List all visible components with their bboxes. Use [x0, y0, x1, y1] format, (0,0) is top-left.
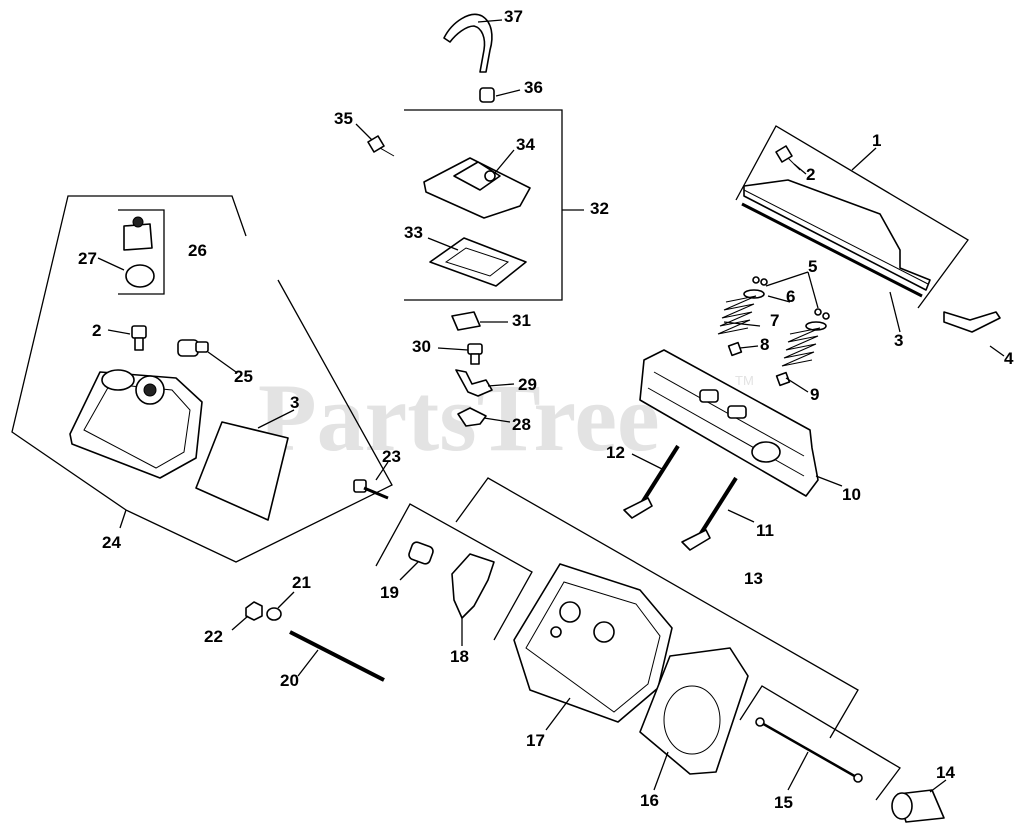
callout-22: 22	[204, 627, 223, 646]
cylinder-head	[513, 563, 673, 723]
group-32-bracket	[404, 109, 563, 301]
callout-2-top: 2	[806, 165, 815, 184]
callout-25: 25	[234, 367, 253, 386]
group-15-bracket	[739, 685, 901, 801]
breather-cover	[423, 157, 531, 219]
valve-seals	[727, 341, 791, 387]
callout-4: 4	[1004, 349, 1014, 368]
retainer-29	[455, 369, 493, 397]
callout-31: 31	[512, 311, 531, 330]
callout-11: 11	[756, 521, 774, 540]
callout-24: 24	[102, 533, 121, 552]
callout-37: 37	[504, 7, 523, 26]
oil-fill-cap	[123, 216, 153, 251]
watermark-text: PartsTree	[258, 364, 660, 471]
callout-8: 8	[760, 335, 769, 354]
leader-lines	[97, 19, 1005, 793]
callout-20: 20	[280, 671, 299, 690]
valve-keepers	[743, 276, 830, 331]
callout-35: 35	[334, 109, 353, 128]
callout-12: 12	[606, 443, 625, 462]
head-gasket	[639, 647, 749, 775]
valve-cover	[69, 369, 203, 479]
callout-19: 19	[380, 583, 399, 602]
callout-18: 18	[450, 647, 469, 666]
callout-14: 14	[936, 763, 955, 782]
group-13-bracket	[455, 477, 859, 739]
screw-30	[467, 343, 483, 365]
watermark-tm: TM	[735, 373, 754, 388]
callout-13: 13	[744, 569, 763, 588]
callout-3-left: 3	[290, 393, 299, 412]
callout-32: 32	[590, 199, 609, 218]
rocker-cover-bar	[743, 179, 931, 291]
callout-6: 6	[786, 287, 795, 306]
callout-27: 27	[78, 249, 97, 268]
breather-gasket	[429, 237, 527, 287]
callout-28: 28	[512, 415, 531, 434]
callout-33: 33	[404, 223, 423, 242]
callout-21: 21	[292, 573, 311, 592]
tappet	[891, 789, 945, 823]
callout-9: 9	[810, 385, 819, 404]
callout-3-right: 3	[894, 331, 903, 350]
callout-2-left: 2	[92, 321, 101, 340]
nut-22	[245, 601, 263, 621]
screw-2-left	[131, 325, 147, 351]
callout-10: 10	[842, 485, 861, 504]
callout-15: 15	[774, 793, 793, 812]
bracket-4	[943, 311, 1001, 333]
retainer-28	[457, 407, 487, 427]
bolt-23	[353, 479, 389, 500]
baffle-18	[451, 553, 495, 619]
hose-clamp	[479, 87, 495, 103]
washer-21	[266, 607, 282, 621]
callout-17: 17	[526, 731, 545, 750]
callout-1: 1	[872, 131, 881, 150]
callout-30: 30	[412, 337, 431, 356]
valve-springs	[717, 295, 821, 367]
group-1-bracket	[735, 125, 969, 309]
breather-reed	[451, 311, 481, 331]
callout-36: 36	[524, 78, 543, 97]
cylinder-head-upper	[639, 349, 819, 497]
callout-26: 26	[188, 241, 207, 260]
callout-23: 23	[382, 447, 401, 466]
callout-29: 29	[518, 375, 537, 394]
callout-5: 5	[808, 257, 817, 276]
elbow-fitting	[177, 339, 209, 357]
callout-16: 16	[640, 791, 659, 810]
group-26-bracket	[118, 209, 165, 295]
breather-tube	[443, 13, 493, 73]
gasket-strip-3	[741, 202, 923, 298]
push-rod	[755, 717, 863, 783]
valve-12	[623, 444, 680, 519]
group-18-bracket	[375, 503, 533, 641]
plug-19	[408, 541, 434, 565]
stud-20	[289, 630, 385, 682]
group-24-bracket	[11, 195, 393, 563]
o-ring-27	[125, 264, 155, 288]
callout-34: 34	[516, 135, 535, 154]
callout-7: 7	[770, 311, 779, 330]
gasket-left-3	[195, 421, 289, 521]
valve-11	[681, 476, 738, 551]
